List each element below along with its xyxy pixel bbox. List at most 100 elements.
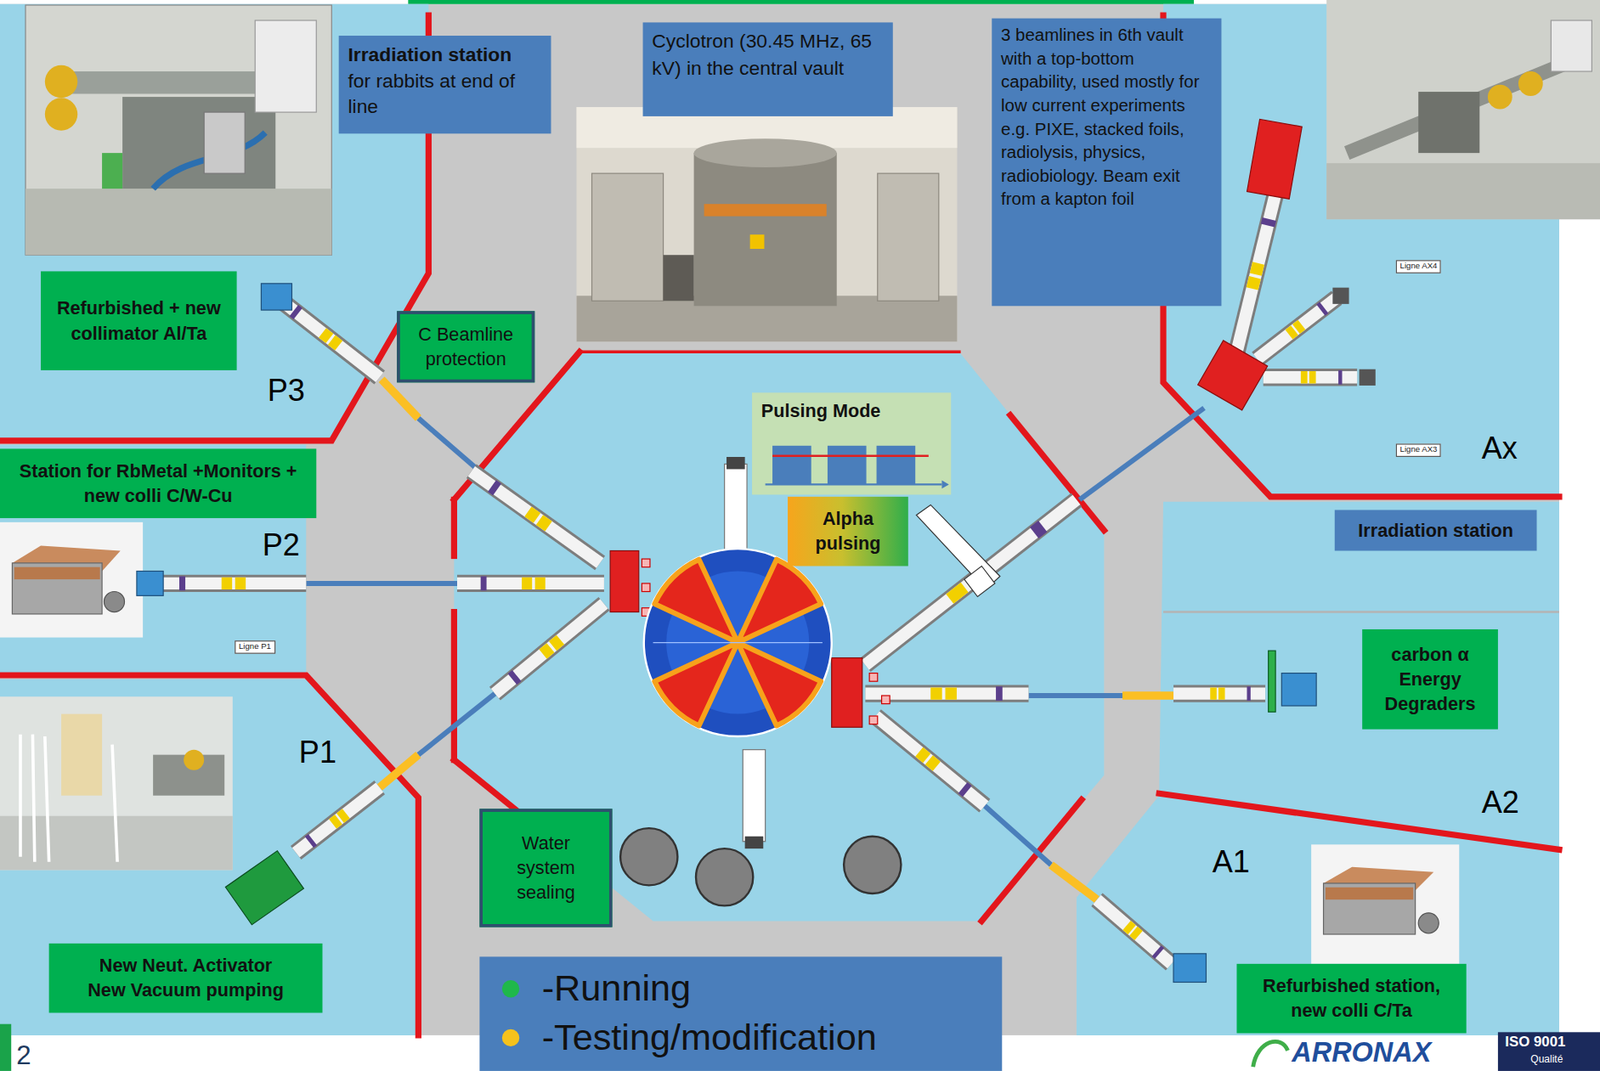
cyclotron-symbol-part-part — [737, 559, 821, 644]
beam-pipes-part-part — [418, 418, 480, 471]
legend-panel — [479, 956, 1002, 1071]
beamline-name: P1 — [299, 735, 337, 770]
water-tanks-part — [620, 828, 678, 886]
beamline-tubes-part-part — [494, 604, 604, 695]
box-label: Alpha pulsing — [797, 506, 899, 556]
logos-part — [1498, 1032, 1600, 1071]
status-box: Station for RbMetal +Monitors + new coll… — [0, 448, 317, 519]
threshold-line — [772, 455, 929, 458]
legend-swatch — [502, 979, 520, 997]
beamline-tubes-part — [155, 193, 1358, 965]
beam-pipes-part-part — [379, 755, 419, 788]
logo-text: Qualité — [1530, 1054, 1563, 1066]
status-box: Water system sealing — [479, 808, 612, 928]
status-box: carbon α Energy Degraders — [1362, 629, 1499, 730]
grounds-part — [453, 351, 1104, 922]
beamline-tubes-part-part — [494, 604, 604, 695]
beamline-tubes-part-part — [875, 716, 984, 807]
magnets-and-stations-part — [136, 571, 164, 596]
shield-walls-part — [0, 675, 419, 1036]
beamline-tubes-part-part — [1096, 899, 1172, 965]
beam-pipes-part-part — [381, 379, 419, 419]
shield-walls-part — [451, 612, 458, 761]
photo-6th-vault-part — [1550, 20, 1592, 72]
beamline-tubes-part — [155, 193, 1358, 965]
photo-6th-vault — [1326, 0, 1600, 220]
photo-irradiation-room — [25, 5, 332, 255]
grounds-part — [1163, 610, 1560, 613]
pulse-chart — [760, 433, 950, 493]
cyclotron-symbol-part — [724, 463, 747, 551]
beamline-tubes-part-part — [277, 298, 380, 379]
beamline-tubes-part-part — [471, 471, 600, 564]
box-label: Station for RbMetal +Monitors + new coll… — [9, 458, 308, 509]
magnets-and-stations-part — [1332, 288, 1349, 305]
photo-neutron-activator-part — [0, 696, 233, 871]
beamline-tubes-part-part — [1236, 193, 1276, 352]
alpha-pulsing-arm-part — [964, 565, 996, 597]
beamline-tubes-part — [155, 193, 1358, 965]
beamline-tubes-part-part — [295, 787, 379, 854]
shield-walls-part — [579, 350, 960, 355]
legend-row: -Running — [502, 964, 992, 1014]
grounds-part — [0, 1024, 12, 1071]
photo-cyclotron-part — [704, 203, 827, 216]
shield-walls — [0, 15, 1560, 1036]
line-tag: Ligne AX4 — [1396, 260, 1442, 273]
cyclotron-symbol-part — [742, 750, 765, 843]
water-tanks-part — [695, 848, 753, 906]
beamline-tubes-part-part — [457, 577, 605, 590]
beamline-tubes-part-part — [155, 575, 307, 593]
beamline-tubes-part-part — [1256, 298, 1337, 360]
photo-collimator-a1 — [1311, 844, 1459, 965]
water-tanks-part — [843, 836, 901, 894]
grounds-part — [407, 0, 1194, 5]
line-tag: Ligne P1 — [234, 640, 276, 654]
beam-pipes-part-part — [1028, 693, 1122, 699]
cyclotron-symbol-part — [653, 642, 823, 644]
beamline-tubes-part-part — [1236, 193, 1276, 352]
photo-cyclotron-part — [694, 152, 837, 306]
grounds-part — [0, 4, 1560, 1036]
beamline-name: P2 — [262, 528, 300, 563]
status-box: New Neut. ActivatorNew Vacuum pumping — [49, 944, 323, 1014]
photo-cyclotron-part — [576, 107, 958, 342]
photo-cyclotron-part — [663, 254, 695, 301]
beamline-tubes-part-part — [471, 471, 600, 564]
beam-pipes-part-part — [1051, 865, 1097, 900]
box-label: New Neut. Activator — [57, 953, 313, 979]
beam-pipes-part-part — [1122, 691, 1174, 701]
box-label: C Beamline protection — [409, 322, 523, 372]
photo-6th-vault-part — [1326, 163, 1600, 220]
photo-irradiation-room-part — [25, 5, 332, 255]
beamline-name: A1 — [1212, 844, 1250, 879]
box-label: carbon α Energy Degraders — [1371, 642, 1489, 718]
beamline-tubes-part-part — [1263, 368, 1357, 386]
cyclotron-symbol-part-part — [737, 643, 821, 727]
box-body: for rabbits at end of line — [348, 67, 543, 121]
beamline-tubes-part-part — [457, 576, 605, 592]
photo-collimator-a1-part — [1311, 844, 1459, 965]
logos — [1253, 1032, 1600, 1071]
photo-irradiation-room-part — [203, 112, 245, 174]
photo-6th-vault-part — [1418, 91, 1480, 153]
box-label: Cyclotron (30.45 MHz, 65 kV) in the cent… — [651, 28, 884, 82]
time-axis — [765, 483, 943, 486]
box-label: Refurbished station, new colli C/Ta — [1245, 973, 1458, 1024]
beamline-tubes-part-part — [1236, 193, 1276, 352]
magnets-and-stations-part — [1247, 118, 1303, 199]
beamline-tubes-part-part — [471, 471, 600, 564]
box-label: Water system sealing — [491, 831, 600, 906]
cyclotron-symbol-part — [745, 836, 764, 849]
beamline-tubes-part-part — [295, 787, 379, 854]
beamline-tubes-part-part — [1256, 298, 1337, 360]
grounds-part — [1159, 502, 1560, 849]
info-box: Cyclotron (30.45 MHz, 65 kV) in the cent… — [643, 22, 894, 116]
magnets-and-stations-part — [260, 283, 292, 311]
beamline-name: A2 — [1481, 785, 1520, 820]
logo-text: ARRONAX — [1291, 1039, 1431, 1070]
page-number: 2 — [16, 1040, 31, 1070]
beamline-tubes-part-part — [277, 298, 380, 379]
